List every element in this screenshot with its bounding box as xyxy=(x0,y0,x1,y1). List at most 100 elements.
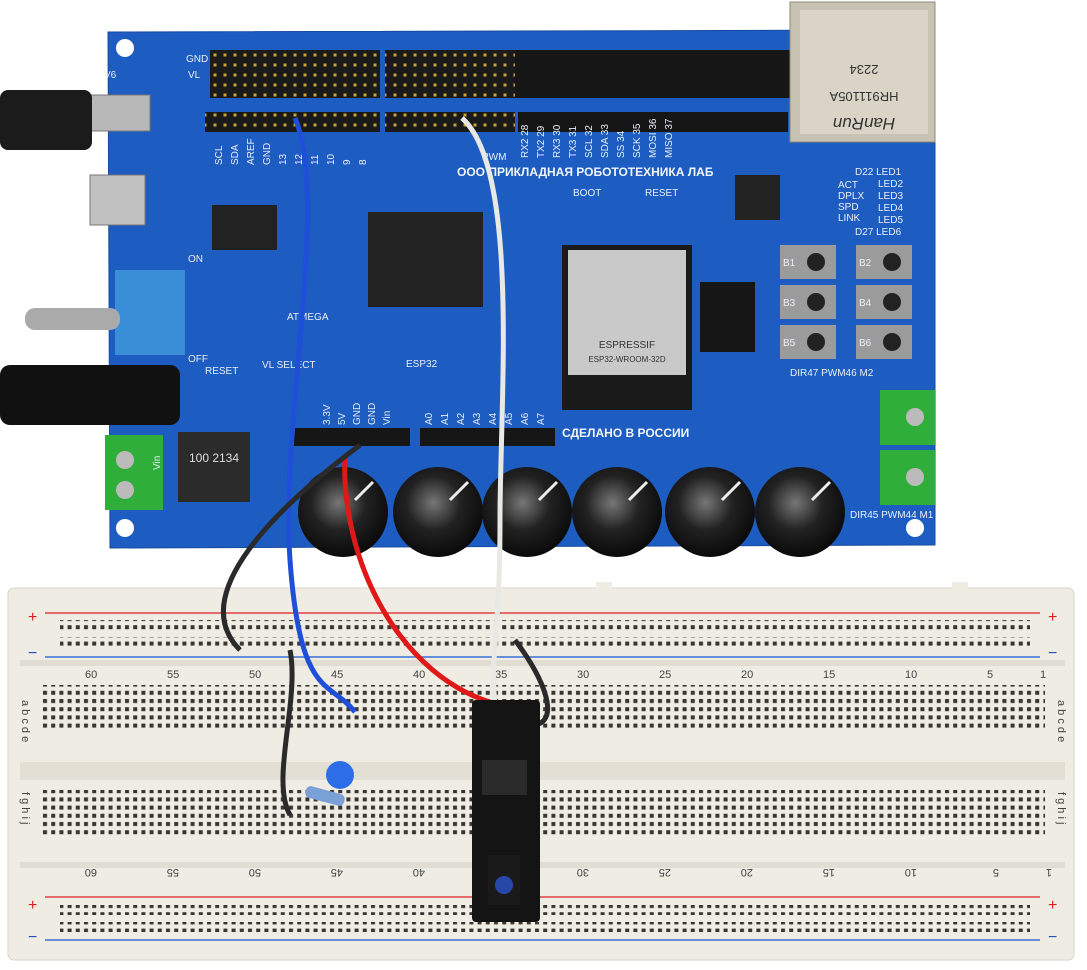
power-pin-label: 5V xyxy=(337,412,348,425)
resistor xyxy=(305,786,345,806)
power-pin-label: GND xyxy=(352,403,363,425)
button-label: B5 xyxy=(783,338,796,349)
potentiometer-knob[interactable] xyxy=(482,467,572,557)
eth-led-label: ACT xyxy=(838,180,858,191)
svg-text:ESP32-WROOM-32D: ESP32-WROOM-32D xyxy=(588,355,666,364)
analog-pin-label: A5 xyxy=(504,412,515,425)
motor1-label: DIR45 PWM44 M1 xyxy=(850,510,934,521)
knob-indicator xyxy=(627,480,649,502)
column-number: 5 xyxy=(987,669,993,681)
knob-indicator xyxy=(720,480,742,502)
row-labels-right-bottom: f g h i j xyxy=(1055,792,1067,824)
potentiometer-knob[interactable] xyxy=(665,467,755,557)
usb-cable xyxy=(0,90,92,150)
column-number: 10 xyxy=(905,866,917,878)
eth-led-label: LINK xyxy=(838,213,861,224)
svg-text:V6: V6 xyxy=(104,70,117,81)
potentiometer-knob[interactable] xyxy=(393,467,483,557)
analog-pin-label: A7 xyxy=(536,412,547,425)
column-number: 55 xyxy=(167,866,179,878)
header-double-row xyxy=(515,50,795,98)
button-cap xyxy=(807,253,825,271)
potentiometer-knob[interactable] xyxy=(572,467,662,557)
serial-pin-label: SDA 33 xyxy=(600,124,611,158)
svg-text:Vin: Vin xyxy=(152,456,163,470)
svg-text:VL: VL xyxy=(188,70,201,81)
digital-pin-label: GND xyxy=(262,143,273,165)
atmega-chip xyxy=(368,212,483,307)
column-number: 50 xyxy=(249,866,261,878)
blue-led xyxy=(326,761,354,789)
vin-terminal-block xyxy=(105,435,163,510)
led-label: LED5 xyxy=(878,215,903,226)
button-cap xyxy=(807,333,825,351)
button-label: B3 xyxy=(783,298,796,309)
minus-label: − xyxy=(1048,645,1057,662)
svg-text:2234: 2234 xyxy=(850,62,879,77)
column-number: 45 xyxy=(331,669,343,681)
plus-label: + xyxy=(28,897,37,914)
power-toggle-switch[interactable] xyxy=(115,270,185,355)
button-label: B1 xyxy=(783,258,796,269)
serial-pin-label: SS 34 xyxy=(616,130,627,158)
column-number: 15 xyxy=(823,669,835,681)
power-jack-cable xyxy=(0,365,180,425)
column-number: 15 xyxy=(823,866,835,878)
serial-pin-label: SCL 32 xyxy=(584,125,595,158)
row-labels-right-top: a b c d e xyxy=(1055,700,1067,742)
esp32-module: ESPRESSIF ESP32-WROOM-32D xyxy=(562,245,692,410)
knob-indicator xyxy=(448,480,470,502)
row-labels-left-top: a b c d e xyxy=(19,700,31,742)
wire-red xyxy=(342,454,501,708)
digital-pin-label: 8 xyxy=(358,159,369,165)
button-label: B4 xyxy=(859,298,872,309)
header-top-left xyxy=(210,50,380,98)
column-number: 50 xyxy=(249,669,261,681)
button-cap xyxy=(883,253,901,271)
wire-black xyxy=(220,443,362,652)
column-number: 60 xyxy=(85,669,97,681)
column-number: 55 xyxy=(167,669,179,681)
svg-text:ATMEGA: ATMEGA xyxy=(287,312,329,323)
analog-pin-label: A0 xyxy=(424,412,435,425)
board-title: ООО ПРИКЛАДНАЯ РОБОТОТЕХНИКА ЛАБ xyxy=(457,165,714,179)
power-pin-label: GND xyxy=(367,403,378,425)
svg-text:GND: GND xyxy=(186,54,208,65)
digital-pin-label: SDA xyxy=(230,144,241,165)
svg-text:OFF: OFF xyxy=(188,354,208,365)
led-label: LED3 xyxy=(878,191,903,202)
wire-white xyxy=(460,116,506,706)
column-number: 1 xyxy=(1046,866,1052,878)
digital-pin-label: 10 xyxy=(326,153,337,165)
svg-text:HanRun: HanRun xyxy=(833,114,895,133)
svg-text:ESP32: ESP32 xyxy=(406,359,438,370)
wire-black-2 xyxy=(512,638,551,728)
button-cap xyxy=(883,293,901,311)
button-cap xyxy=(807,293,825,311)
controller-board: 2234 HR911105A HanRun 100 2134 ESPRESSIF… xyxy=(0,1,936,549)
led-label: LED4 xyxy=(878,203,903,214)
knob-indicator xyxy=(810,480,832,502)
row-labels-left-bottom: f g h i j xyxy=(19,792,31,824)
serial-pin-label: SCK 35 xyxy=(632,123,643,158)
plus-label: + xyxy=(1048,897,1057,914)
column-number: 5 xyxy=(993,866,999,878)
svg-text:BOOT: BOOT xyxy=(573,188,601,199)
eth-led-label: SPD xyxy=(838,202,859,213)
column-number: 40 xyxy=(413,669,425,681)
svg-text:ESPRESSIF: ESPRESSIF xyxy=(599,340,655,351)
potentiometer-knob[interactable] xyxy=(755,467,845,557)
column-number: 60 xyxy=(85,866,97,878)
serial-pin-label: TX3 31 xyxy=(568,125,579,158)
led-label: D27 LED6 xyxy=(855,227,902,238)
terminal-strip-bottom xyxy=(40,790,1045,835)
plus-label: + xyxy=(28,609,37,626)
led-label: D22 LED1 xyxy=(855,167,902,178)
led-label: LED2 xyxy=(878,179,903,190)
column-number: 45 xyxy=(331,866,343,878)
button-label: B6 xyxy=(859,338,872,349)
eth-led-label: DPLX xyxy=(838,191,864,202)
